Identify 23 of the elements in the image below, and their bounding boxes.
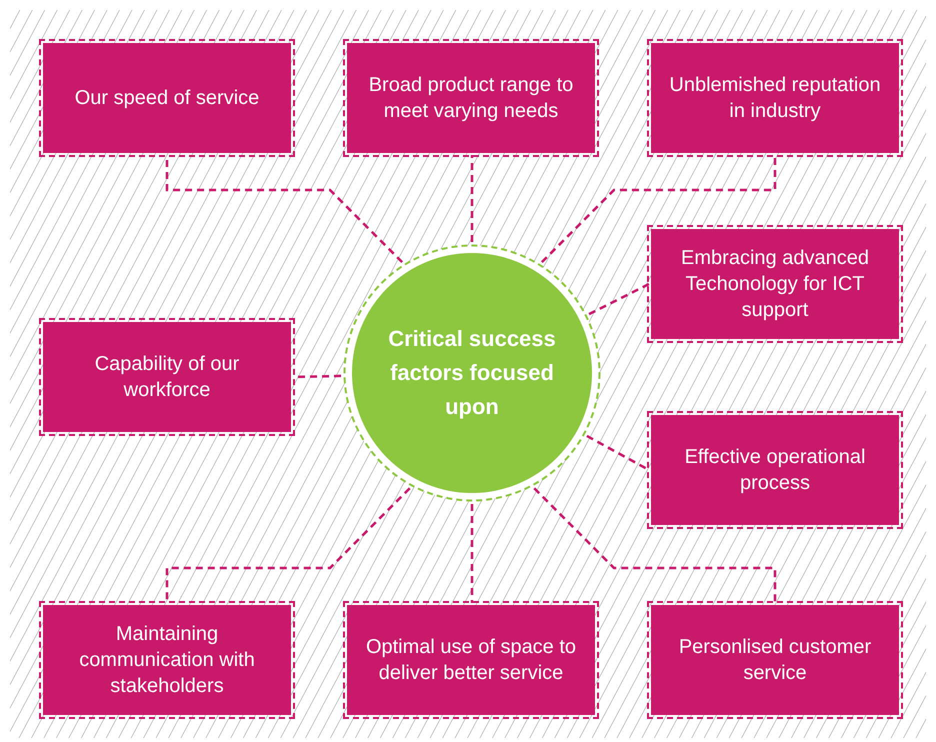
factor-text: Effective operational process: [684, 445, 866, 496]
factor-box: [347, 43, 595, 153]
factor-box: [347, 605, 595, 715]
factor-text: Maintaining communication with stakeholders: [78, 622, 256, 699]
factor-box: [651, 229, 899, 339]
center-title: Critical success factors focused upon: [387, 325, 557, 421]
factor-text: Broad product range to meet varying needs: [368, 73, 574, 124]
factor-box: [43, 322, 291, 432]
factor-box: [43, 605, 291, 715]
factor-text: Unblemished reputation in industry: [668, 73, 882, 124]
connector-line: [470, 504, 474, 603]
factor-text: Capability of our workforce: [94, 352, 240, 403]
factor-box: [43, 43, 291, 153]
factor-box: [651, 415, 899, 525]
factor-text: Embracing advanced Techonology for ICT support: [680, 246, 870, 323]
connector-line: [533, 487, 776, 603]
factor-box: [651, 43, 899, 153]
factor-text: Our speed of service: [74, 86, 260, 111]
factor-text: Personlised customer service: [678, 635, 872, 686]
factor-text: Optimal use of space to deliver better service: [364, 635, 578, 686]
center-circle: [343, 244, 601, 502]
connector-line: [540, 155, 776, 264]
factor-box: [651, 605, 899, 715]
